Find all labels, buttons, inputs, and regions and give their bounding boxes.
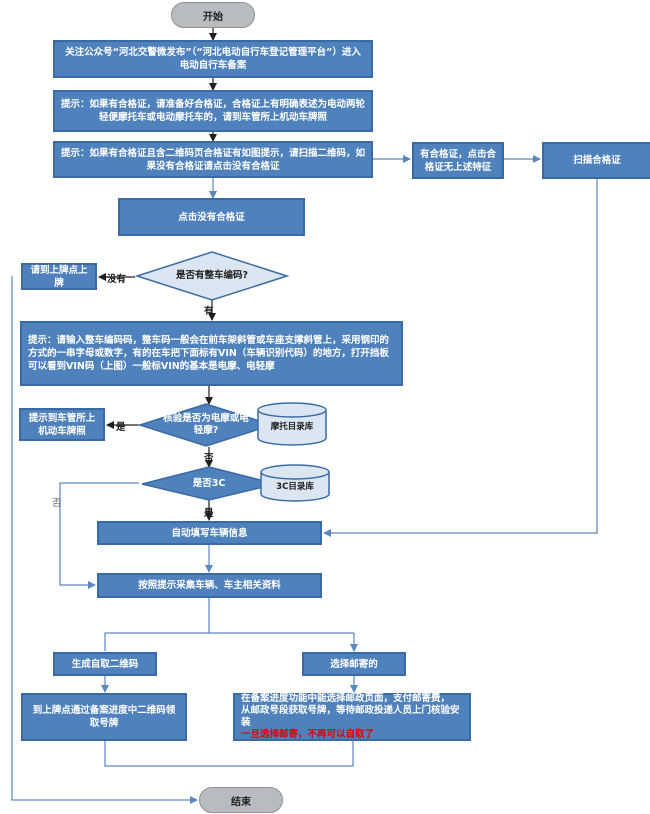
step-follow-account: 关注公众号“河北交警微发布”（“河北电动自行车登记管理平台”）进入电动自行车备案 — [53, 40, 373, 78]
step-click-no-cert: 点击没有合格证 — [118, 198, 305, 236]
start-terminal: 开始 — [171, 2, 255, 28]
decision-e-moto: 核验是否为电摩或电轻摩? — [163, 413, 249, 436]
step-mail-detail: 在备案进度功能中能选择邮政页面，支付邮寄费， 从邮政号段获取号牌，等待邮政投递人… — [233, 693, 471, 741]
mail-detail-line1: 在备案进度功能中能选择邮政页面，支付邮寄费， — [241, 693, 451, 704]
decision-vehicle-code: 是否有整车编码? — [175, 270, 248, 281]
db-3c-catalog: 3C目录库 — [276, 482, 314, 492]
step-gen-qr: 生成自取二维码 — [53, 652, 157, 676]
step-vin-hint: 提示：请输入整车编码码，整车码一般会在前车架斜管或车座支撑斜管上，采用钢印的方式… — [20, 321, 403, 386]
label-no: 没有 — [107, 274, 127, 285]
label-yes: 有 — [204, 306, 214, 317]
mail-detail-line2: 从邮政号段获取号牌，等待邮政投递人员上门核验安装 — [241, 705, 460, 728]
decision-3c: 是否3C — [192, 478, 226, 489]
label-no-moto: 否 — [204, 453, 214, 464]
mail-warning: 一旦选择邮寄，不再可以自取了 — [241, 729, 375, 740]
step-pickup-plate: 到上牌点通过备案进度中二维码领取号牌 — [21, 693, 187, 741]
label-yes-moto: 是 — [116, 422, 126, 433]
end-terminal: 结束 — [199, 787, 283, 813]
box-cert-no-feature: 有合格证，点击合格证无上述特征 — [412, 142, 504, 179]
label-yes-3c: 是 — [204, 508, 214, 519]
step-collect-info: 按照提示采集车辆、车主相关资料 — [97, 573, 322, 598]
box-scan-cert: 扫描合格证 — [542, 142, 650, 179]
db-moto-catalog: 摩托目录库 — [270, 422, 314, 432]
step-cert-hint: 提示：如果有合格证，请准备好合格证，合格证上有明确表述为电动两轮轻便摩托车或电动… — [53, 90, 373, 132]
step-auto-fill: 自动填写车辆信息 — [97, 521, 322, 545]
step-choose-mail: 选择邮寄的 — [302, 652, 406, 676]
box-go-plate-point: 请到上牌点上牌 — [21, 263, 97, 290]
label-no-3c: 否 — [52, 498, 62, 509]
step-qr-hint: 提示：如果有合格证且含二维码页合格证有如图提示，请扫描二维码，如果没有合格证请点… — [53, 141, 373, 178]
box-moto-plate: 提示到车管所上机动车牌照 — [19, 408, 105, 441]
